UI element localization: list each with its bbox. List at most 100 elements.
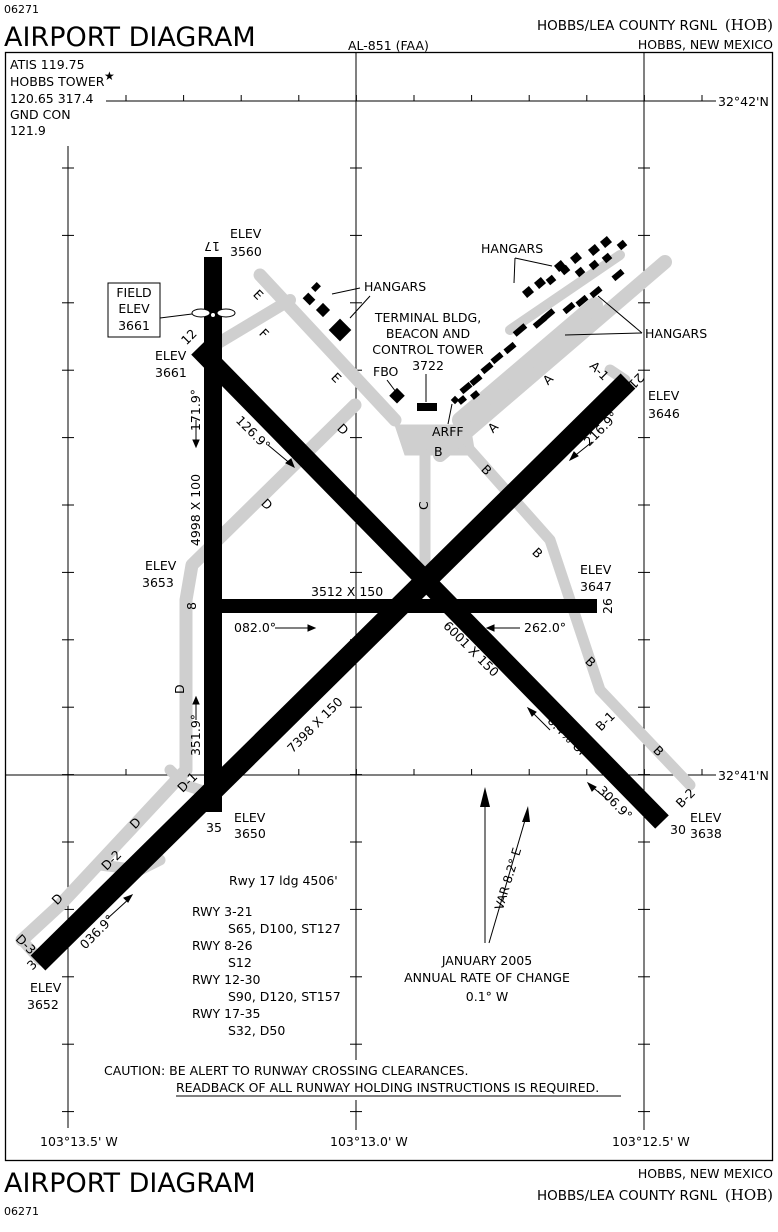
hangar-building (457, 395, 467, 405)
hangar-building (302, 292, 316, 306)
elev-label: ELEV (648, 388, 680, 403)
building-labels: HANGARS HANGARS HANGARS TERMINAL BLDG, B… (331, 241, 707, 439)
elev-value: 3638 (690, 826, 722, 841)
elev-label: ELEV (30, 980, 62, 995)
runway-id: 26 (600, 598, 615, 614)
tower-freq: 120.65 317.4 (10, 91, 94, 106)
longitude-label: 103°13.5' W (40, 1134, 118, 1149)
hangar-building (575, 294, 589, 308)
elev-value: 3647 (580, 579, 612, 594)
mag-rate: 0.1° W (466, 989, 508, 1004)
runway-heading: 262.0° (524, 620, 566, 635)
arff-building (450, 395, 460, 405)
elev-value: 3652 (27, 997, 59, 1012)
heading-arrows (107, 420, 609, 919)
strength-values: S90, D120, ST157 (228, 989, 341, 1004)
mag-date: JANUARY 2005 (441, 953, 532, 968)
runway-id: 8 (184, 602, 199, 610)
hangar-building (480, 361, 494, 375)
magnetic-north-line (488, 809, 529, 944)
runway-id: 17 (204, 239, 220, 254)
landing-distance-note: Rwy 17 ldg 4506' (229, 873, 338, 888)
elev-label: ELEV (155, 348, 187, 363)
footer-city-state: HOBBS, NEW MEXICO (638, 1166, 773, 1181)
hangar-building (611, 268, 625, 282)
hangars-label: HANGARS (645, 326, 707, 341)
hangar-building (587, 244, 601, 256)
taxiway-label: E (250, 287, 266, 303)
atis-freq: ATIS 119.75 (10, 57, 85, 72)
caution-backdrop (100, 1060, 626, 1100)
runway-id: 35 (206, 820, 222, 835)
strength-runway: RWY 8-26 (192, 938, 253, 953)
hangar-building (540, 308, 556, 322)
hangar-building (521, 286, 535, 298)
taxiway-label: B-2 (673, 785, 698, 810)
hangar-building (601, 252, 613, 264)
taxiway-label: E (328, 370, 344, 386)
fbo-label: FBO (373, 364, 399, 379)
hangar-building (533, 277, 547, 289)
hangar-building (553, 260, 567, 272)
hangar-building (588, 259, 600, 271)
field-elev-box (107, 282, 161, 338)
strength-values: S12 (228, 955, 252, 970)
strength-runway: RWY 3-21 (192, 904, 253, 919)
buildings (302, 236, 628, 411)
elev-value: 3661 (155, 365, 187, 380)
footer-chart-id: 06271 (4, 1205, 39, 1218)
elev-value: 3653 (142, 575, 174, 590)
taxiway-label: A (540, 371, 557, 388)
terminal-label: CONTROL TOWER (372, 342, 484, 357)
longitude-label: 103°13.0' W (330, 1134, 408, 1149)
chart-frame (4, 51, 774, 1162)
taxiway-label: C (416, 501, 431, 510)
ground-freq: 121.9 (10, 123, 46, 138)
hangar-building (469, 373, 483, 387)
terminal-label: BEACON AND (386, 326, 470, 341)
hangar-building (545, 274, 557, 286)
arff-label: ARFF (432, 424, 464, 439)
taxiway-label: D (172, 684, 187, 694)
elev-label: ELEV (230, 226, 262, 241)
freq-backdrop (7, 54, 105, 146)
elev-label: ELEV (580, 562, 612, 577)
runway-dimensions: 3512 X 150 (311, 584, 383, 599)
field-elev-label: ELEV (118, 301, 150, 316)
magnetic-arrow-icon (522, 806, 530, 822)
footer-airport-id: (HOB) (725, 1186, 773, 1204)
taxiway-labels: E E F D D D D-1 D D-2 D D-3 B B B B B-1 … (13, 287, 698, 958)
field-elev-label: FIELD (116, 285, 151, 300)
elev-label: ELEV (690, 810, 722, 825)
taxiway-label: B (529, 545, 546, 562)
taxiway-label: A (485, 419, 502, 436)
taxiway-label: B (434, 444, 443, 459)
caution-note: CAUTION: BE ALERT TO RUNWAY CROSSING CLE… (104, 1063, 468, 1078)
airport-id: (HOB) (725, 16, 773, 34)
terminal-building (417, 403, 437, 411)
runway-heading: 082.0° (234, 620, 276, 635)
airport-name: HOBBS/LEA COUNTY RGNL (537, 18, 718, 34)
elev-value: 3646 (648, 406, 680, 421)
hangar-building (616, 239, 628, 251)
footer-airport-name: HOBBS/LEA COUNTY RGNL (537, 1188, 718, 1204)
hangar-building (589, 285, 603, 299)
hangar-building (459, 381, 473, 395)
chart-id: 06271 (4, 3, 39, 16)
star-icon: ★ (104, 69, 115, 83)
ground-label: GND CON (10, 107, 71, 122)
footer-title: AIRPORT DIAGRAM (4, 1168, 256, 1199)
procedure-id: AL-851 (FAA) (348, 38, 429, 53)
hangar-building (569, 252, 583, 264)
hangar-building (599, 236, 613, 248)
city-state: HOBBS, NEW MEXICO (638, 37, 773, 52)
hangar-building (315, 302, 331, 318)
elev-value: 3650 (234, 826, 266, 841)
magnetic-variation: VAR 8.2° E JANUARY 2005 ANNUAL RATE OF C… (404, 787, 570, 1004)
fbo-building (389, 387, 405, 404)
runway-heading: 351.9° (188, 714, 203, 756)
runway-3-21 (30, 373, 636, 971)
hangar-building (559, 264, 571, 276)
elev-label: ELEV (145, 558, 177, 573)
